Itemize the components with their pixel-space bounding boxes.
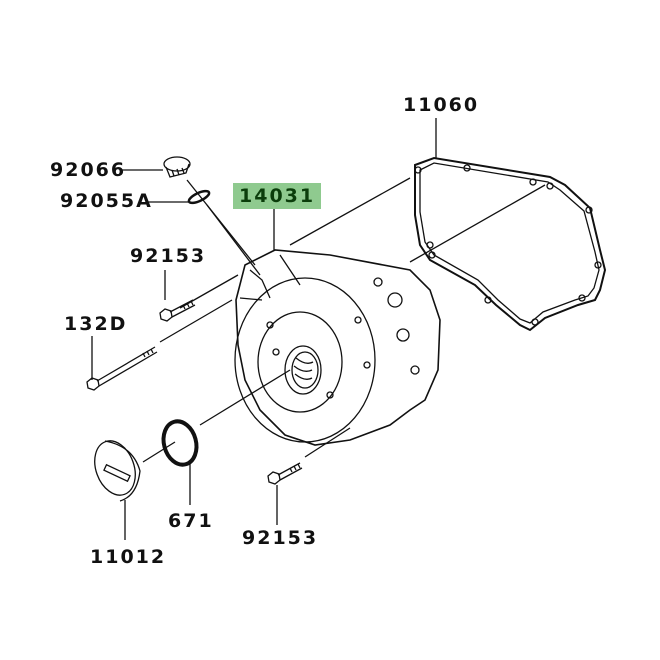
part-label-92066[interactable]: 92066	[50, 159, 127, 181]
part-label-14031-highlighted[interactable]: 14031	[233, 183, 322, 209]
part-label-92153-upper[interactable]: 92153	[130, 245, 207, 267]
part-label-92153-lower[interactable]: 92153	[242, 527, 319, 549]
part-label-11060[interactable]: 11060	[403, 94, 480, 116]
part-label-92055A[interactable]: 92055A	[60, 190, 153, 212]
part-label-132D[interactable]: 132D	[64, 313, 128, 335]
part-label-671[interactable]: 671	[168, 510, 214, 532]
part-label-11012[interactable]: 11012	[90, 546, 167, 568]
